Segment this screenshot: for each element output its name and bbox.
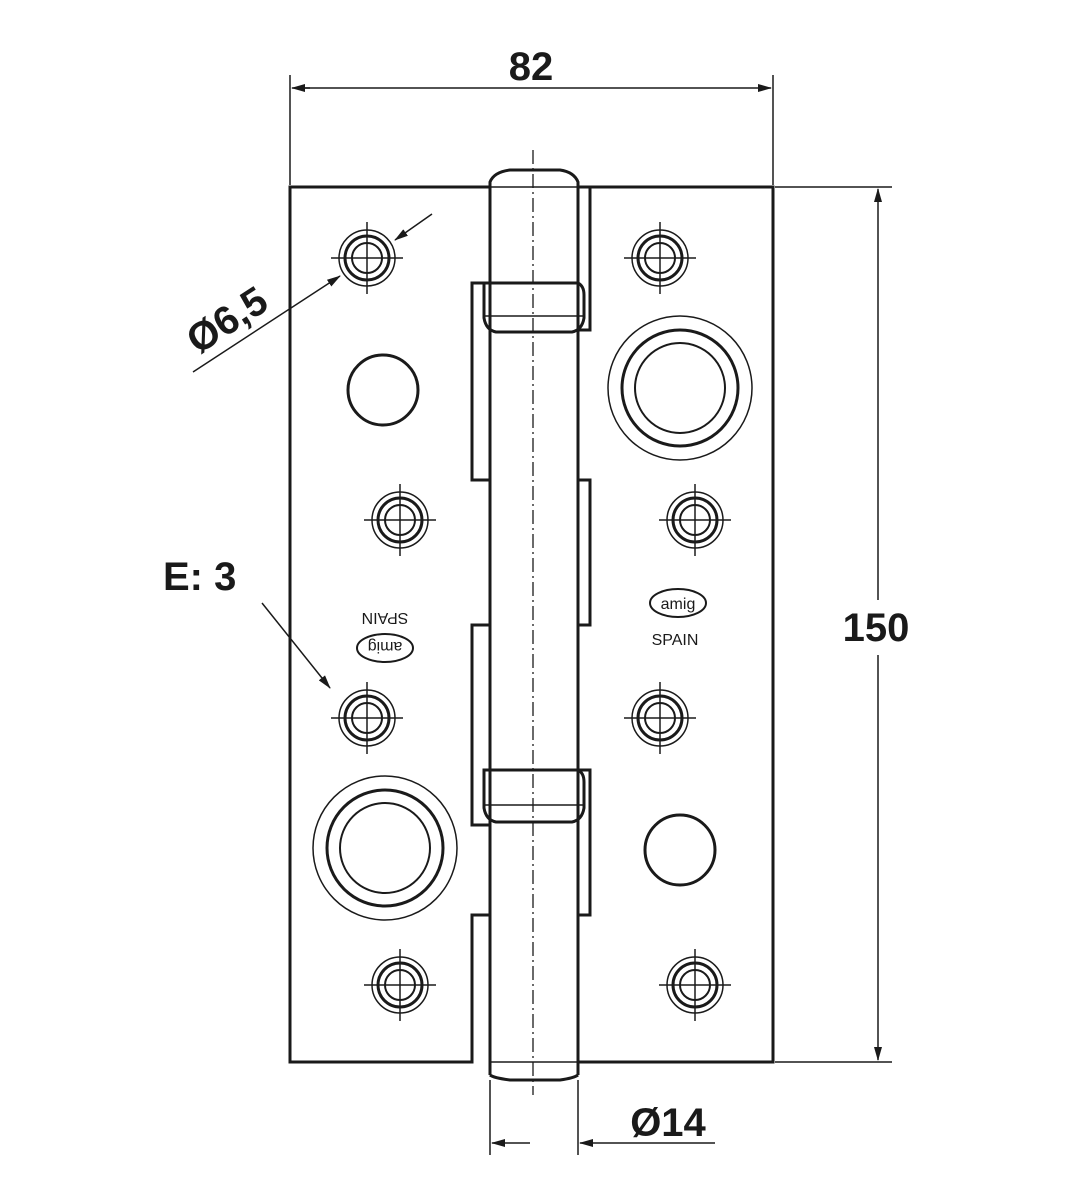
logo-country-text: SPAIN: [362, 609, 409, 626]
height-dimension: 150: [775, 186, 910, 1063]
hinge-pin: [482, 150, 586, 1095]
logo-left-inverted: amig SPAIN: [356, 609, 414, 663]
pin-diameter-dimension: Ø14: [489, 1080, 715, 1155]
pin-diameter-label: Ø14: [630, 1101, 706, 1145]
height-label: 150: [843, 606, 910, 650]
logo-right: amig SPAIN: [649, 588, 707, 649]
logo-country-text: SPAIN: [652, 632, 699, 649]
left-leaf-outline: [288, 185, 490, 1064]
plain-hole-left: [346, 353, 420, 427]
width-dimension: 82: [289, 45, 774, 185]
thickness-callout: E: 3: [163, 555, 331, 689]
right-leaf-outline: [578, 185, 775, 1064]
security-stud-ring-right: [606, 314, 754, 462]
logo-brand-text: amig: [368, 638, 403, 655]
hole-diameter-dimension: Ø6,5: [179, 213, 433, 373]
security-stud-ring-left: [311, 774, 459, 922]
plain-hole-right: [643, 813, 717, 887]
width-label: 82: [509, 45, 554, 89]
thickness-label: E: 3: [163, 555, 236, 599]
logo-brand-text: amig: [661, 596, 696, 613]
